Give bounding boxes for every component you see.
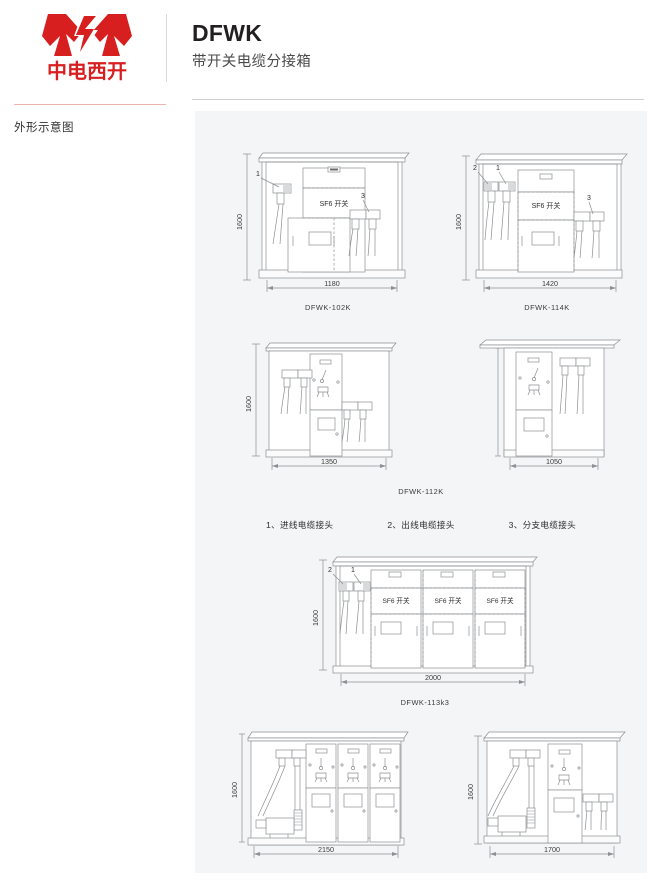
callout-3: 3 (361, 193, 365, 200)
height-dimension-label: 1600 (244, 396, 253, 412)
figure-caption-dfwk-112k: DFWK-112K (398, 487, 444, 496)
width-dimension-label: 2000 (425, 673, 441, 682)
height-dimension-label: 1600 (466, 784, 475, 800)
brand-logo: 中电西开 (22, 12, 152, 84)
figure-caption-dfwk-102k: DFWK-102K (305, 303, 351, 312)
width-dimension-label: 1700 (544, 845, 560, 854)
sidebar-section-label: 外形示意图 (14, 122, 74, 134)
content-divider (192, 99, 644, 100)
header-divider (166, 14, 167, 82)
width-dimension-label: 1420 (542, 279, 558, 288)
sidebar-divider (14, 104, 166, 105)
figure-bottom-right: 1600 1700 (452, 720, 647, 870)
height-dimension-label: 1600 (235, 214, 244, 230)
width-dimension-label: 1350 (321, 457, 337, 466)
callout-1: 1 (496, 165, 500, 172)
connector-legend: 1、进线电缆接头 2、出线电缆接头 3、分支电缆接头 (195, 519, 647, 531)
legend-item-inlet: 1、进线电缆接头 (265, 520, 334, 530)
xk-lightning-logo-icon (42, 14, 132, 56)
callout-1: 1 (256, 171, 260, 178)
figure-dfwk-112k-right: 1050 (468, 330, 643, 480)
legend-item-outlet: 2、出线电缆接头 (387, 520, 455, 530)
switch-label: SF6 开关 (532, 201, 561, 210)
callout-2: 2 (473, 165, 477, 172)
height-dimension-label: 1600 (232, 782, 239, 798)
figure-caption-dfwk-114k: DFWK-114K (524, 303, 570, 312)
callout-3: 3 (587, 195, 591, 202)
page-header: 中电西开 DFWK 带开关电缆分接箱 (0, 0, 660, 95)
figure-dfwk-112k-left: 1600 1350 (240, 330, 430, 480)
width-dimension-label: 2150 (318, 845, 334, 854)
figure-dfwk-114k: 1600 1420 SF6 开关 2 1 3 (452, 140, 642, 300)
legend-item-branch: 3、分支电缆接头 (508, 520, 577, 530)
callout-2: 2 (328, 567, 332, 574)
height-dimension-label: 1600 (311, 610, 320, 626)
width-dimension-label: 1050 (546, 457, 562, 466)
brand-name-cn-icon: 中电西开 (47, 59, 127, 83)
title-block: DFWK 带开关电缆分接箱 (192, 20, 311, 72)
figure-dfwk-102k: 1600 1180 SF6 开关 1 3 (233, 140, 423, 300)
callout-1: 1 (351, 567, 355, 574)
figure-dfwk-113k3: 1600 2000 SF6 开关 SF6 开关 SF6 开关 2 1 (305, 548, 545, 698)
height-dimension-label: 1600 (454, 214, 463, 230)
switch-label-3: SF6 开关 (486, 596, 514, 605)
figure-bottom-left: 1600 2150 (232, 720, 432, 870)
switch-label-2: SF6 开关 (434, 596, 462, 605)
brand-name-text: 中电西开 (47, 59, 127, 83)
switch-label: SF6 开关 (320, 199, 349, 208)
switch-label-1: SF6 开关 (382, 596, 410, 605)
width-dimension-label: 1180 (324, 279, 339, 288)
figure-caption-dfwk-113k3: DFWK-113k3 (400, 698, 450, 707)
page-title: DFWK (192, 20, 263, 46)
page-subtitle: 带开关电缆分接箱 (192, 54, 312, 70)
